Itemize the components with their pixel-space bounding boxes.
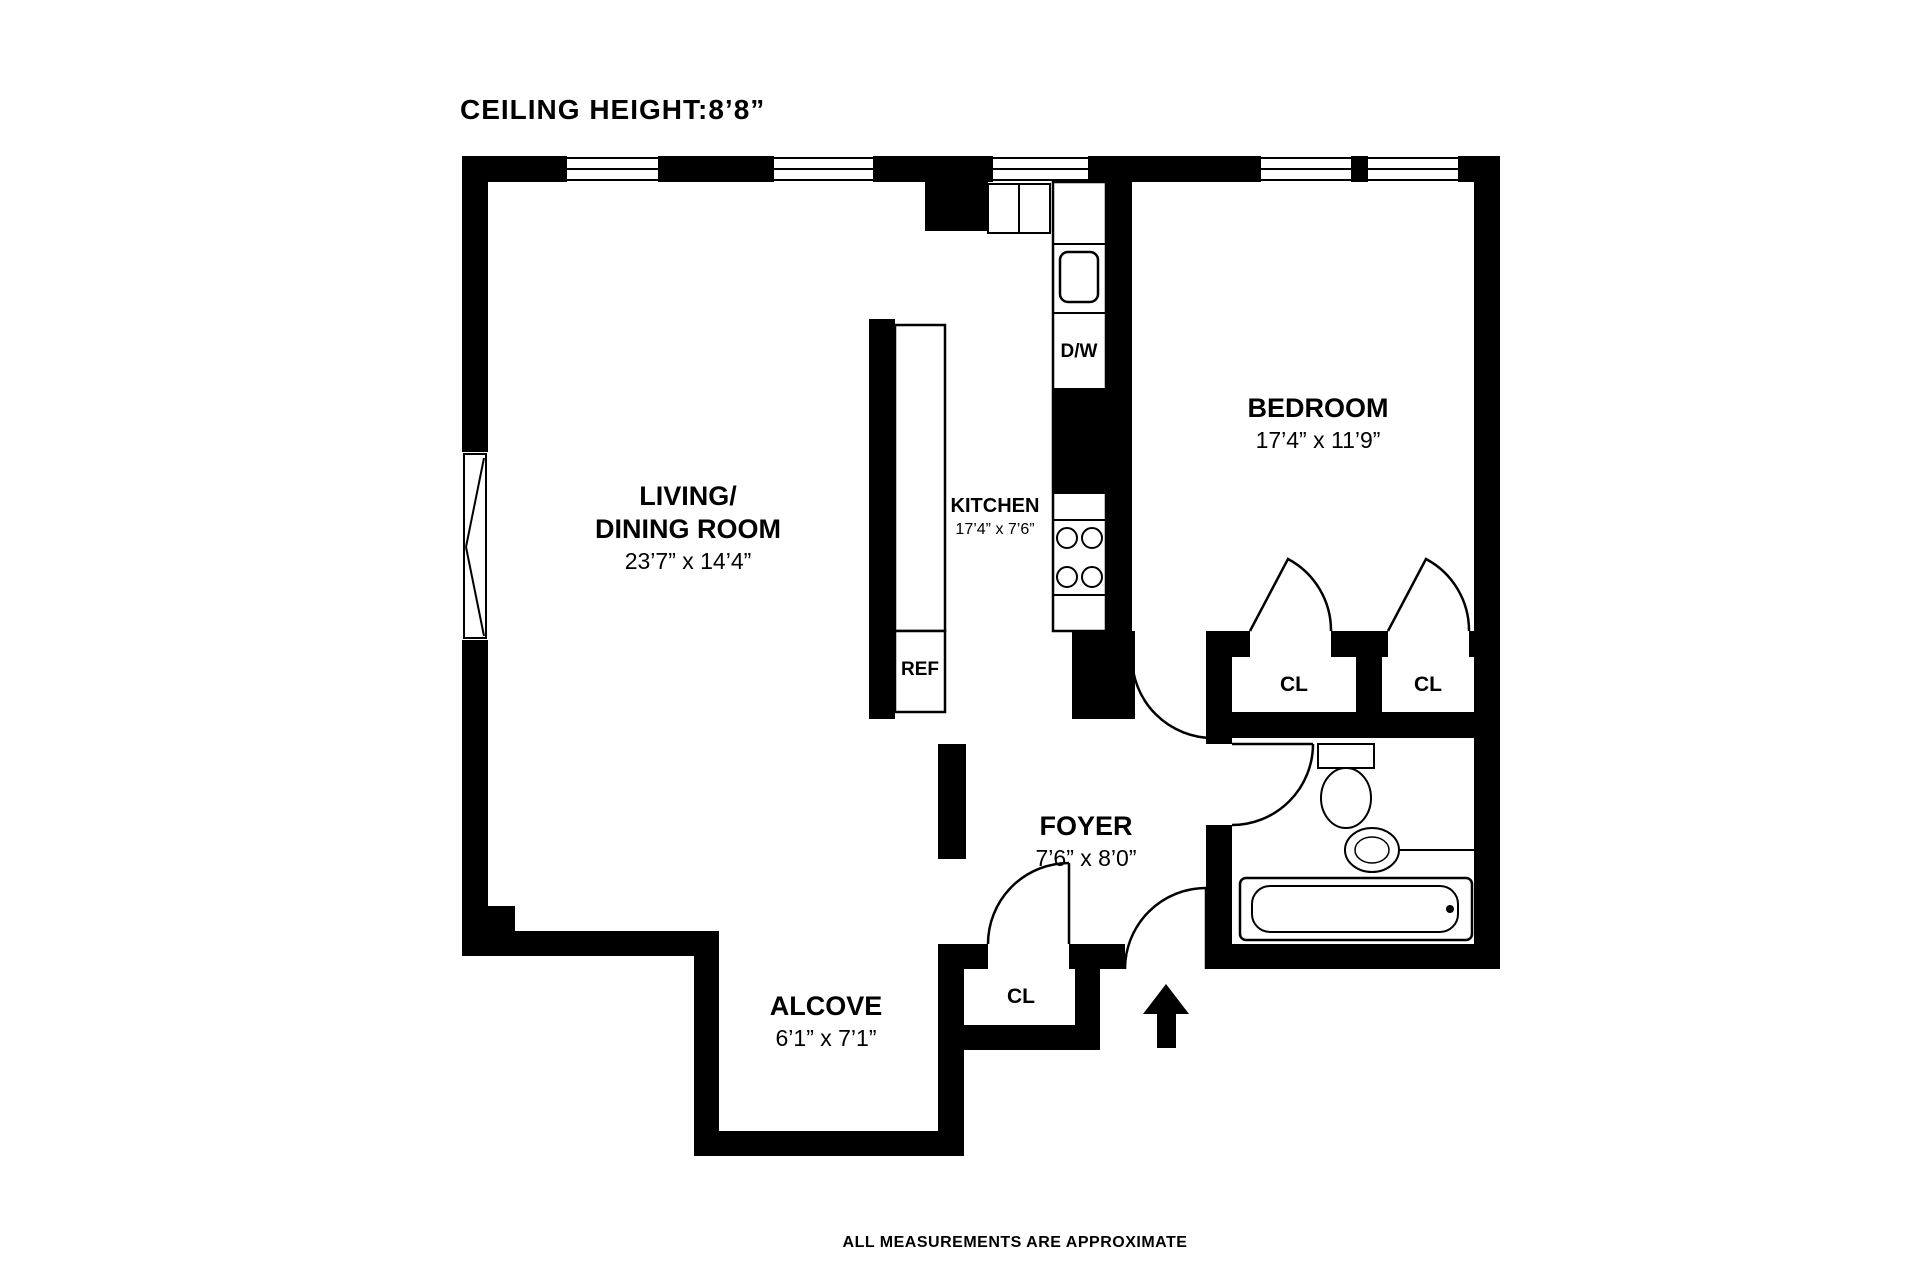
closet-right-door-icon xyxy=(1386,557,1471,632)
bedroom-label: BEDROOM 17’4” x 11’9” xyxy=(1248,392,1389,456)
room-dimensions: 17’4” x 7’6” xyxy=(955,521,1035,538)
room-name: LIVING/ xyxy=(639,481,737,511)
refrigerator-icon xyxy=(893,629,947,714)
wall-kitchen-bedroom xyxy=(1106,182,1132,631)
bathroom-door-icon xyxy=(1231,743,1315,827)
windows xyxy=(565,156,1460,182)
room-name: KITCHEN xyxy=(950,495,1040,517)
room-dimensions: 23’7” x 14’4” xyxy=(624,548,752,574)
room-name: ALCOVE xyxy=(769,991,883,1021)
living-dining-room-label: LIVING/ DINING ROOM 23’7” x 14’4” xyxy=(595,480,781,577)
ceiling-height-label: CEILING HEIGHT:8’8” xyxy=(460,94,766,125)
foyer-label: FOYER 7’6” x 8’0” xyxy=(1036,810,1137,874)
wall-bedroom-bottom-b xyxy=(1331,631,1388,657)
footer-disclaimer: ALL MEASUREMENTS ARE APPROXIMATE xyxy=(842,1234,1188,1251)
wall-foyer-closet-right xyxy=(1075,969,1100,1025)
wall-kitchen-left xyxy=(869,319,895,719)
wall-alcove-bottom xyxy=(694,1131,962,1156)
closet-label-right: CL xyxy=(1414,673,1442,696)
wall-right xyxy=(1474,156,1500,969)
entry-arrow-icon xyxy=(1143,984,1189,1048)
wall-bath-bottom xyxy=(1206,944,1500,969)
toilet-bowl-icon xyxy=(1320,767,1372,829)
wall-foyer-closet-bottom xyxy=(938,1025,1100,1050)
room-dimensions: 7’6” x 8’0” xyxy=(1035,845,1137,871)
wall-kitchen-top-stub xyxy=(925,156,988,231)
foyer-closet-door-icon xyxy=(986,861,1070,945)
entry-door-icon xyxy=(1123,886,1207,970)
dishwasher-label: D/W xyxy=(1060,341,1098,362)
closet-label-left: CL xyxy=(1280,673,1308,696)
wall-living-bottom xyxy=(462,931,719,956)
bathroom-fixtures xyxy=(1238,743,1474,942)
refrigerator-label: REF xyxy=(901,659,939,680)
stove-burners-icon xyxy=(1056,527,1103,588)
alcove-label: ALCOVE 6’1” x 7’1” xyxy=(770,990,883,1054)
kitchen-label: KITCHEN 17’4” x 7’6” xyxy=(951,494,1040,540)
wall-closets-bottom xyxy=(1206,712,1500,738)
counter-left xyxy=(893,323,947,633)
wall-foyer-bottom-a xyxy=(938,944,988,969)
wall-alcove-left xyxy=(694,931,719,1156)
closet-left-door-icon xyxy=(1248,557,1333,632)
pantry-block xyxy=(1053,388,1106,494)
wall-living-foyer-stub xyxy=(938,744,966,859)
room-name: FOYER xyxy=(1039,811,1133,841)
door-swings xyxy=(986,557,1471,970)
bay-window-icon xyxy=(462,452,488,640)
bathtub-basin-icon xyxy=(1251,885,1459,933)
room-name: BEDROOM xyxy=(1247,393,1389,423)
walls xyxy=(462,156,1500,1156)
bedroom-door-icon xyxy=(1130,656,1214,740)
wall-bedroom-bottom-c xyxy=(1469,631,1500,657)
kitchen-sink-icon xyxy=(1058,250,1100,304)
sink-basin-icon xyxy=(1354,836,1390,864)
wall-closet-divider xyxy=(1356,657,1382,712)
wall-kitchen-foyer-corner xyxy=(1072,631,1135,719)
room-name: DINING ROOM xyxy=(595,514,781,544)
closet-label-foyer: CL xyxy=(1007,985,1035,1008)
kitchen-fixtures xyxy=(893,180,1108,714)
room-dimensions: 17’4” x 11’9” xyxy=(1255,427,1381,453)
wall-foyer-bottom-b xyxy=(1069,944,1125,969)
bathtub-faucet-icon xyxy=(1446,905,1454,913)
room-dimensions: 6’1” x 7’1” xyxy=(775,1025,877,1051)
toilet-tank-icon xyxy=(1317,743,1375,769)
